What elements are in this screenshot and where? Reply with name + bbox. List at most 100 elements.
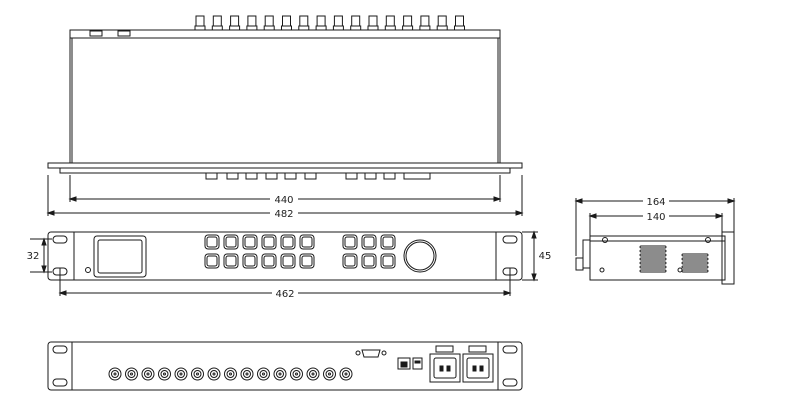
rear-bnc-connector-icon[interactable] bbox=[306, 367, 320, 381]
front-panel-outline bbox=[47, 231, 523, 281]
rear-bnc-connector-icon[interactable] bbox=[257, 367, 270, 381]
rear-view bbox=[47, 341, 523, 391]
top-view-tab-right bbox=[117, 30, 131, 37]
front-panel-button[interactable] bbox=[280, 253, 296, 269]
rear-bnc-connector-icon[interactable] bbox=[207, 367, 221, 381]
top-view-button-row bbox=[205, 172, 431, 180]
top-view-tab-left bbox=[89, 30, 103, 37]
top-view-body bbox=[69, 37, 501, 164]
front-panel-button[interactable] bbox=[361, 253, 377, 269]
dim-45 bbox=[522, 230, 538, 282]
rear-panel-outline bbox=[47, 341, 523, 391]
rear-bnc-connector-icon[interactable] bbox=[125, 367, 138, 381]
dim-32-label: 32 bbox=[27, 251, 40, 262]
db9-serial-port-icon[interactable] bbox=[355, 349, 387, 358]
rear-bnc-connector-icon[interactable] bbox=[290, 367, 303, 381]
top-bnc-connector-icon bbox=[332, 15, 344, 31]
top-bnc-connector-icon bbox=[194, 15, 206, 31]
mount-slot-top-left bbox=[52, 235, 68, 244]
rear-bnc-connector-icon[interactable] bbox=[339, 367, 353, 381]
top-connector-row bbox=[194, 15, 465, 31]
top-bnc-connector-icon bbox=[384, 15, 396, 31]
top-bnc-connector-icon bbox=[246, 15, 258, 31]
front-panel-button[interactable] bbox=[242, 253, 258, 269]
display-screen bbox=[97, 239, 143, 274]
top-view-knob bbox=[403, 172, 431, 180]
top-view-front-panel-edge bbox=[59, 167, 511, 174]
rear-bnc-connector-icon[interactable] bbox=[141, 367, 155, 381]
top-view-button bbox=[364, 172, 377, 180]
rear-mount-slot-top-left bbox=[52, 345, 68, 354]
rear-bnc-connector-icon[interactable] bbox=[240, 367, 254, 381]
side-view-front-ear bbox=[721, 231, 735, 285]
top-bnc-connector-icon bbox=[315, 15, 327, 31]
iec-power-inlet-icon-1[interactable] bbox=[429, 345, 461, 383]
rear-bnc-connector-icon[interactable] bbox=[108, 367, 122, 381]
front-panel-button[interactable] bbox=[280, 234, 296, 250]
top-view-button bbox=[245, 172, 258, 180]
front-panel-button[interactable] bbox=[242, 234, 258, 250]
dim-440-label: 440 bbox=[274, 195, 293, 206]
power-led bbox=[85, 267, 91, 273]
top-view-front-flange bbox=[47, 162, 523, 169]
rear-bnc-connector-icon[interactable] bbox=[224, 367, 237, 381]
front-panel-button[interactable] bbox=[261, 253, 277, 269]
vent-slot bbox=[639, 253, 667, 257]
front-panel-button[interactable] bbox=[342, 253, 358, 269]
front-panel-button[interactable] bbox=[204, 253, 220, 269]
rear-bnc-connector-icon[interactable] bbox=[174, 367, 188, 381]
top-bnc-connector-icon bbox=[263, 15, 275, 31]
top-bnc-connector-icon bbox=[298, 15, 310, 31]
vent-slot bbox=[639, 269, 667, 273]
vent-slot bbox=[681, 257, 709, 261]
rear-bnc-connector-icon[interactable] bbox=[158, 367, 171, 381]
dim-164-label-bg bbox=[643, 196, 669, 206]
side-view-screw-1 bbox=[602, 237, 608, 243]
front-panel-button[interactable] bbox=[223, 234, 239, 250]
front-panel-button[interactable] bbox=[299, 234, 315, 250]
rear-bnc-connector-icon[interactable] bbox=[273, 367, 287, 381]
rear-bnc-connector-icon[interactable] bbox=[323, 367, 336, 381]
usb-port-icon[interactable] bbox=[412, 357, 423, 370]
iec-power-inlet-icon-2[interactable] bbox=[462, 345, 494, 383]
dim-440-label-bg bbox=[270, 194, 298, 204]
vent-slot bbox=[681, 261, 709, 265]
side-view-vents bbox=[639, 245, 709, 273]
vent-slot bbox=[639, 245, 667, 249]
front-panel-button[interactable] bbox=[299, 253, 315, 269]
rear-mount-slot-top-right bbox=[502, 345, 518, 354]
dim-45-label: 45 bbox=[539, 251, 552, 262]
front-panel-button[interactable] bbox=[380, 253, 396, 269]
front-panel-button[interactable] bbox=[223, 253, 239, 269]
rotary-knob-icon[interactable] bbox=[403, 239, 437, 273]
top-view-button bbox=[345, 172, 358, 180]
rj45-port-icon[interactable] bbox=[397, 357, 411, 370]
rear-bnc-connector-icon[interactable] bbox=[191, 367, 204, 381]
front-panel-button[interactable] bbox=[342, 234, 358, 250]
top-view-ridge bbox=[69, 29, 501, 39]
top-view bbox=[46, 15, 524, 216]
rear-mount-slot-bottom-left bbox=[52, 378, 68, 387]
vent-slot bbox=[681, 265, 709, 269]
dim-482-label-bg bbox=[270, 208, 298, 218]
vent-slot bbox=[639, 257, 667, 261]
top-view-button bbox=[205, 172, 218, 180]
side-view-screw-2 bbox=[705, 237, 711, 243]
dim-462-label: 462 bbox=[275, 289, 294, 300]
vent-slot bbox=[681, 269, 709, 273]
side-view-rear-connector bbox=[582, 239, 591, 269]
top-view-button bbox=[265, 172, 278, 180]
front-panel-button[interactable] bbox=[380, 234, 396, 250]
vent-slot bbox=[639, 249, 667, 253]
top-bnc-connector-icon bbox=[211, 15, 223, 31]
display-bezel bbox=[93, 235, 147, 278]
mount-slot-top-right bbox=[502, 235, 518, 244]
dim-32 bbox=[30, 237, 52, 274]
front-panel-button[interactable] bbox=[361, 234, 377, 250]
dim-164-label: 164 bbox=[646, 197, 665, 208]
front-panel-button[interactable] bbox=[204, 234, 220, 250]
top-view-button bbox=[284, 172, 297, 180]
front-panel-button[interactable] bbox=[261, 234, 277, 250]
side-view bbox=[574, 198, 736, 285]
